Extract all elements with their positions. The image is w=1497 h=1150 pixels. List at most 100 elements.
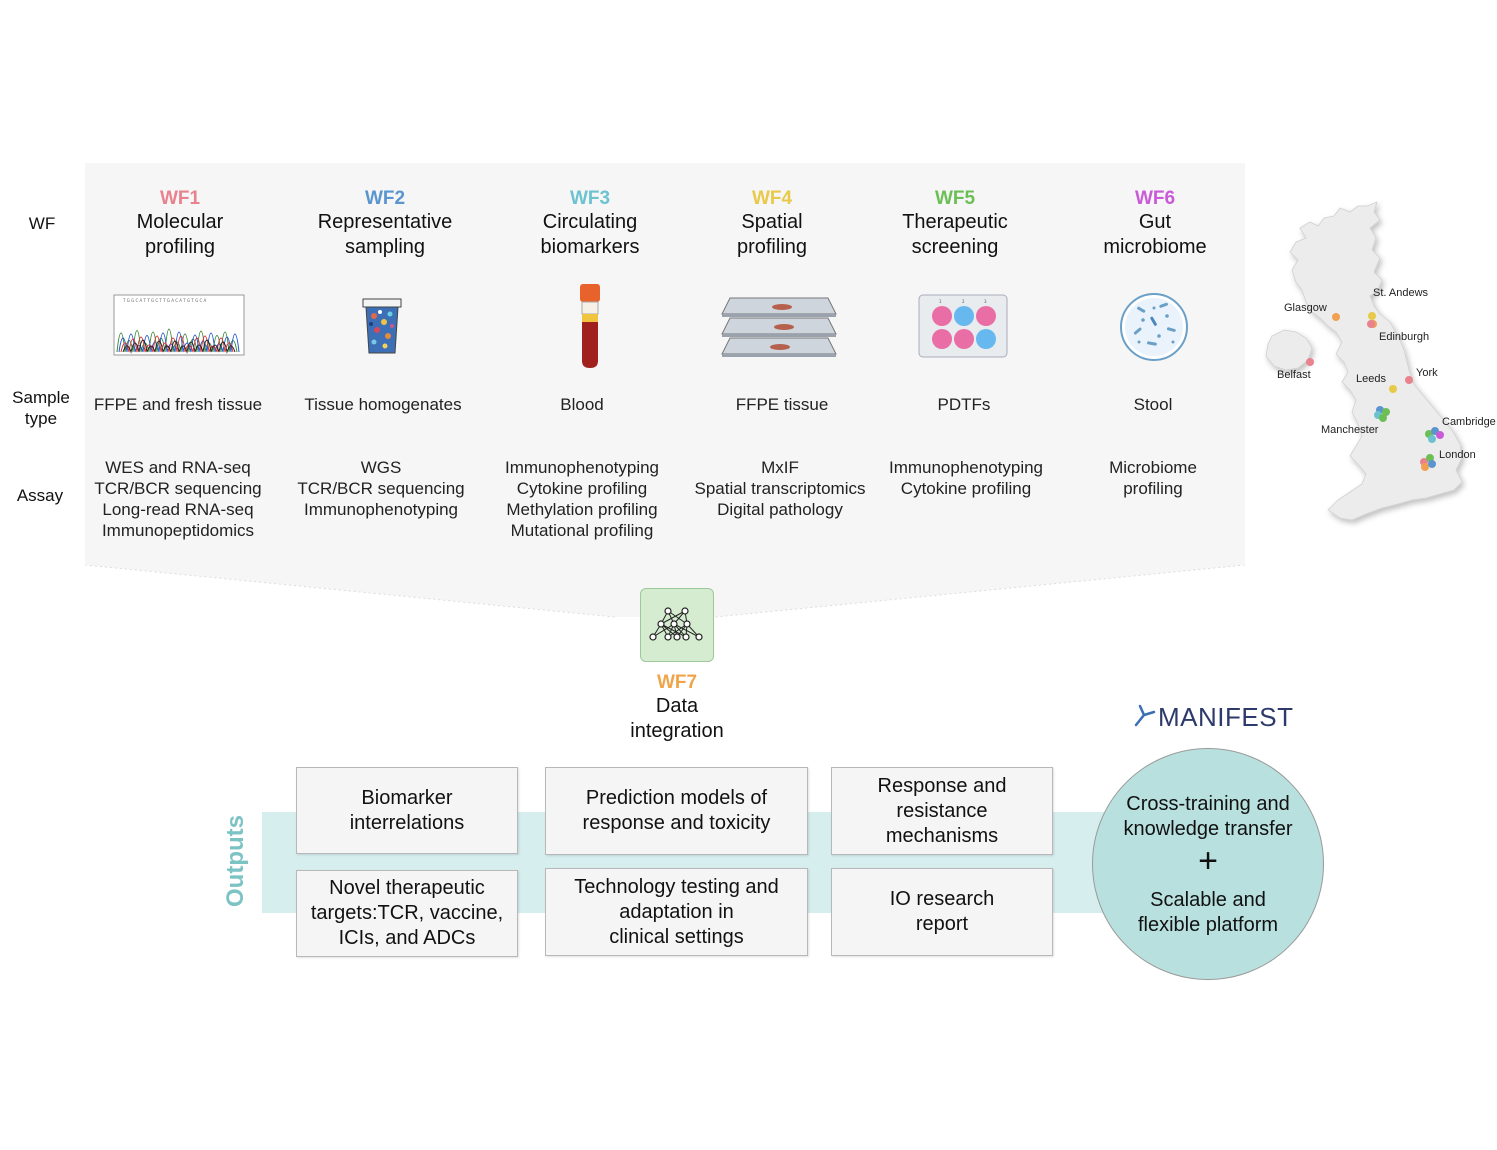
wf7-label: WF7 Data integration [577,672,777,744]
circle-line2: knowledge transfer [1123,818,1293,840]
map-label-glasgow: Glasgow [1284,302,1327,314]
row-label-assay: Assay [16,486,64,505]
map-label-london: London [1439,449,1476,461]
output-line: response and toxicity [582,812,771,834]
map-label-leeds: Leeds [1356,373,1386,385]
assay-item: profiling [1123,479,1183,498]
uk-map [1265,201,1463,521]
manifest-logo-text: MANIFEST [1158,702,1294,732]
wf-code: WF6 [1134,188,1176,209]
assay-list-6: Microbiome profiling [1043,457,1263,499]
wf-name-line1: Circulating [542,211,638,233]
output-line: clinical settings [609,925,744,948]
output-line: ICIs, and ADCs [338,927,476,949]
wf-code: WF5 [934,188,976,209]
output-line: Novel therapeutic [329,877,485,899]
assay-item: Cytokine profiling [900,479,1032,498]
outputs-label: Outputs [222,815,249,907]
assay-item: Methylation profiling [506,500,658,519]
plus-icon: + [1198,842,1218,880]
assay-item: TCR/BCR sequencing [94,479,262,498]
assay-item: TCR/BCR sequencing [297,479,465,498]
sample-type-1: FFPE and fresh tissue [93,395,263,414]
map-label-belfast: Belfast [1277,369,1311,381]
output-line: mechanisms [885,824,999,847]
output-line: interrelations [349,811,465,834]
output-line: Prediction models of [585,787,768,809]
wf-code: WF2 [364,188,406,209]
workflow-panel [85,163,1245,565]
svg-text:3: 3 [984,299,987,304]
map-label-cambridge: Cambridge [1442,416,1496,428]
assay-item: Immunopeptidomics [101,521,255,540]
output-box-io-report: IO research report [831,868,1053,956]
assay-item: WGS [360,458,402,477]
wf-name-line2: profiling [736,236,808,258]
antibody-icon [1134,704,1156,727]
wf7-name-line1: Data [655,695,699,717]
assay-item: Immunophenotyping [888,458,1044,477]
assay-item: Long-read RNA-seq [102,500,254,519]
output-line: Response and [877,774,1007,797]
output-line: Biomarker [361,786,453,809]
well-plate-icon: 1 2 3 [918,294,1008,358]
output-box-text: Novel therapeutic targets:TCR, vaccine, IC… [311,876,503,951]
wf-name-line2: biomarkers [540,236,640,258]
wf-name-line2: sampling [344,236,426,258]
svg-text:1: 1 [939,299,942,304]
assay-item: Mutational profiling [510,521,654,540]
circle-line4: flexible platform [1137,914,1279,936]
wf-name-line1: Representative [317,211,453,233]
row-label-sample-type: Sample type [12,388,70,428]
circle-line3: Scalable and [1150,889,1266,911]
slides-icon [721,297,837,357]
assay-item: Immunophenotyping [303,500,459,519]
output-line: IO research [889,888,995,910]
output-line: resistance [896,799,988,822]
wf-name-line2: profiling [144,236,216,258]
wf-code: WF4 [751,188,793,209]
output-line: report [915,913,969,935]
assay-item: Immunophenotyping [504,458,660,477]
map-label-edinburgh: Edinburgh [1379,331,1430,343]
output-box-text: IO research report [890,887,994,937]
assay-item: Microbiome [1109,458,1197,477]
wf7-node [640,588,714,662]
sample-type-2: Tissue homogenates [304,395,462,414]
svg-text:2: 2 [962,299,965,304]
wf-name-line1: Gut [1138,211,1172,233]
svg-text:T G G C A T T G C T T G A C A: T G G C A T T G C T T G A C A T G T G C … [122,298,207,303]
wf-code: WF3 [569,188,611,209]
output-line: Technology testing and [574,875,779,898]
output-line: targets:TCR, vaccine, [310,902,504,924]
wf7-name-line2: integration [630,720,724,742]
wf-name-line1: Molecular [136,211,224,233]
map-label-york: York [1416,367,1438,379]
circle-line1: Cross-training and [1126,793,1290,815]
output-box-targets: Novel therapeutic targets:TCR, vaccine, IC… [296,870,518,957]
wf-name-line2: microbiome [1103,236,1207,258]
wf-name-line2: screening [911,236,999,258]
chromatogram-icon: T G G C A T T G C T T G A C A T G T G C … [113,294,245,356]
manifest-logo: MANIFEST [1130,700,1300,734]
manifest-circle: Cross-training and knowledge transfer + … [1092,748,1324,980]
wf-code: WF1 [159,188,201,209]
output-box-prediction: Prediction models of response and toxicit… [545,767,808,855]
sample-type-4: FFPE tissue [735,395,829,414]
map-label-manchester: Manchester [1321,424,1379,436]
